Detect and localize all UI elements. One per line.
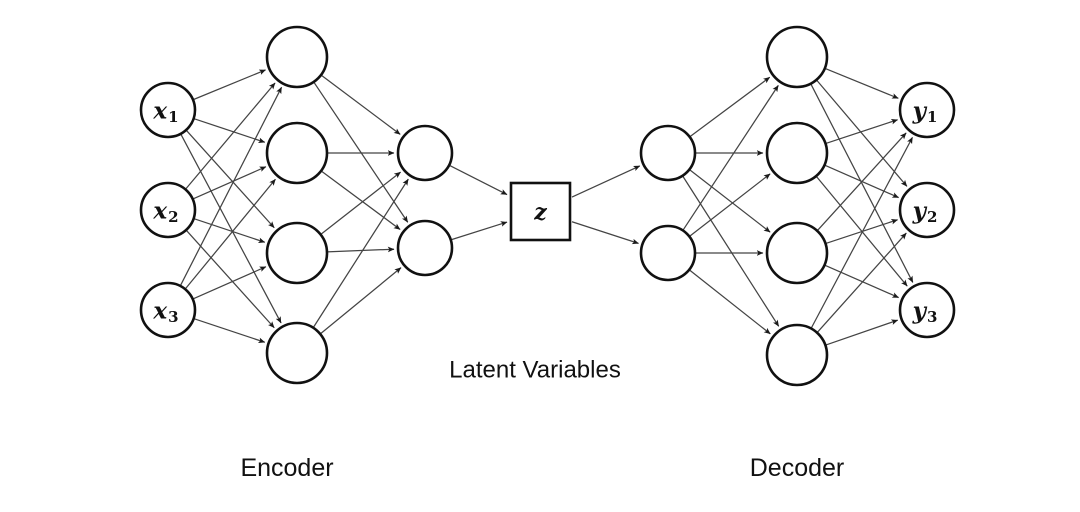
node-circle-d2n1[interactable] [765, 25, 829, 89]
latent-variable-box[interactable] [509, 181, 572, 242]
node-circle-e1n4[interactable] [265, 321, 329, 385]
node-d1n1[interactable] [639, 124, 697, 182]
edge-latent-to-d1n1 [571, 165, 641, 198]
edge-d2n2-to-y1 [825, 119, 898, 145]
edge-x2-to-e1n2 [192, 166, 267, 200]
edge-e1n3-to-e2n2 [326, 246, 395, 253]
edge-d2n4-to-y3 [825, 319, 899, 346]
node-e1n2[interactable] [265, 121, 329, 185]
edge-d1n1-to-d2n4 [682, 175, 780, 327]
edge-d2n4-to-y1 [810, 137, 914, 329]
edge-d2n3-to-y1 [816, 132, 907, 232]
network-nodes: x1 x2 x3 y1 y2 y3 [139, 25, 956, 387]
node-circle-d2n4[interactable] [765, 323, 829, 387]
node-circle-d1n2[interactable] [639, 224, 697, 282]
edge-x2-to-e1n1 [184, 82, 276, 190]
node-x1[interactable]: x1 [139, 81, 197, 139]
edge-x1-to-e1n2 [193, 117, 266, 143]
edge-x3-to-e1n4 [193, 317, 266, 343]
node-d1n2[interactable] [639, 224, 697, 282]
edge-x3-to-e1n3 [192, 266, 267, 300]
edge-x1-to-e1n3 [185, 129, 275, 229]
edge-d2n4-to-y2 [816, 232, 907, 334]
edge-d2n3-to-y2 [825, 219, 898, 245]
node-d2n3[interactable] [765, 221, 829, 285]
node-circle-e1n3[interactable] [265, 221, 329, 285]
encoder-label: Encoder [240, 454, 333, 482]
node-d2n2[interactable] [765, 121, 829, 185]
node-d2n1[interactable] [765, 25, 829, 89]
node-circle-x2[interactable] [139, 181, 197, 239]
edge-e1n3-to-e2n1 [320, 171, 401, 236]
node-circle-e2n1[interactable] [396, 124, 454, 182]
edge-d1n2-to-d2n4 [688, 269, 771, 335]
edge-d1n2-to-d2n1 [682, 85, 779, 231]
edge-d1n2-to-d2n2 [688, 173, 771, 237]
edge-x3-to-e1n2 [184, 178, 276, 290]
edge-d2n1-to-y2 [815, 79, 908, 187]
edge-x3-to-e1n1 [179, 86, 283, 287]
node-circle-x3[interactable] [139, 281, 197, 339]
node-circle-e2n2[interactable] [396, 219, 454, 277]
edge-e1n1-to-e2n2 [313, 81, 409, 223]
decoder-label: Decoder [750, 454, 845, 482]
latent-box-group[interactable]: z [509, 181, 572, 242]
node-e2n1[interactable] [396, 124, 454, 182]
node-circle-x1[interactable] [139, 81, 197, 139]
node-circle-d2n3[interactable] [765, 221, 829, 285]
edge-latent-to-d1n2 [571, 221, 639, 245]
edge-d1n1-to-d2n1 [689, 76, 771, 138]
node-circle-y1[interactable] [898, 81, 956, 139]
latent-symbol-label: z [533, 200, 547, 226]
edge-e1n4-to-e2n1 [312, 178, 409, 329]
node-x3[interactable]: x3 [139, 281, 197, 339]
edge-d2n3-to-y3 [824, 264, 899, 299]
node-e1n4[interactable] [265, 321, 329, 385]
node-circle-y2[interactable] [898, 181, 956, 239]
node-y2[interactable]: y2 [898, 181, 956, 239]
connection-edges [179, 67, 914, 346]
node-circle-d2n2[interactable] [765, 121, 829, 185]
node-e1n3[interactable] [265, 221, 329, 285]
node-y1[interactable]: y1 [898, 81, 956, 139]
latent-variables-label: Latent Variables [449, 357, 621, 384]
node-d2n4[interactable] [765, 323, 829, 387]
node-circle-e1n1[interactable] [265, 25, 329, 89]
edge-e1n4-to-e2n2 [319, 267, 402, 335]
edge-d1n1-to-d2n3 [688, 169, 771, 233]
edge-x2-to-e1n4 [185, 229, 275, 329]
edge-x1-to-e1n1 [192, 69, 266, 101]
node-circle-y3[interactable] [898, 281, 956, 339]
node-circle-d1n1[interactable] [639, 124, 697, 182]
edge-e1n2-to-e2n2 [320, 170, 401, 231]
edge-d2n1-to-y3 [810, 83, 914, 283]
node-circle-e1n2[interactable] [265, 121, 329, 185]
edge-e2n1-to-latent [448, 164, 508, 196]
edge-x1-to-e1n4 [180, 133, 282, 324]
edge-d2n1-to-y1 [824, 67, 899, 99]
edge-e2n2-to-latent [450, 221, 508, 241]
node-x2[interactable]: x2 [139, 181, 197, 239]
node-y3[interactable]: y3 [898, 281, 956, 339]
node-e2n2[interactable] [396, 219, 454, 277]
edge-x2-to-e1n3 [193, 217, 266, 243]
edge-e1n1-to-e2n1 [320, 74, 401, 135]
node-e1n1[interactable] [265, 25, 329, 89]
